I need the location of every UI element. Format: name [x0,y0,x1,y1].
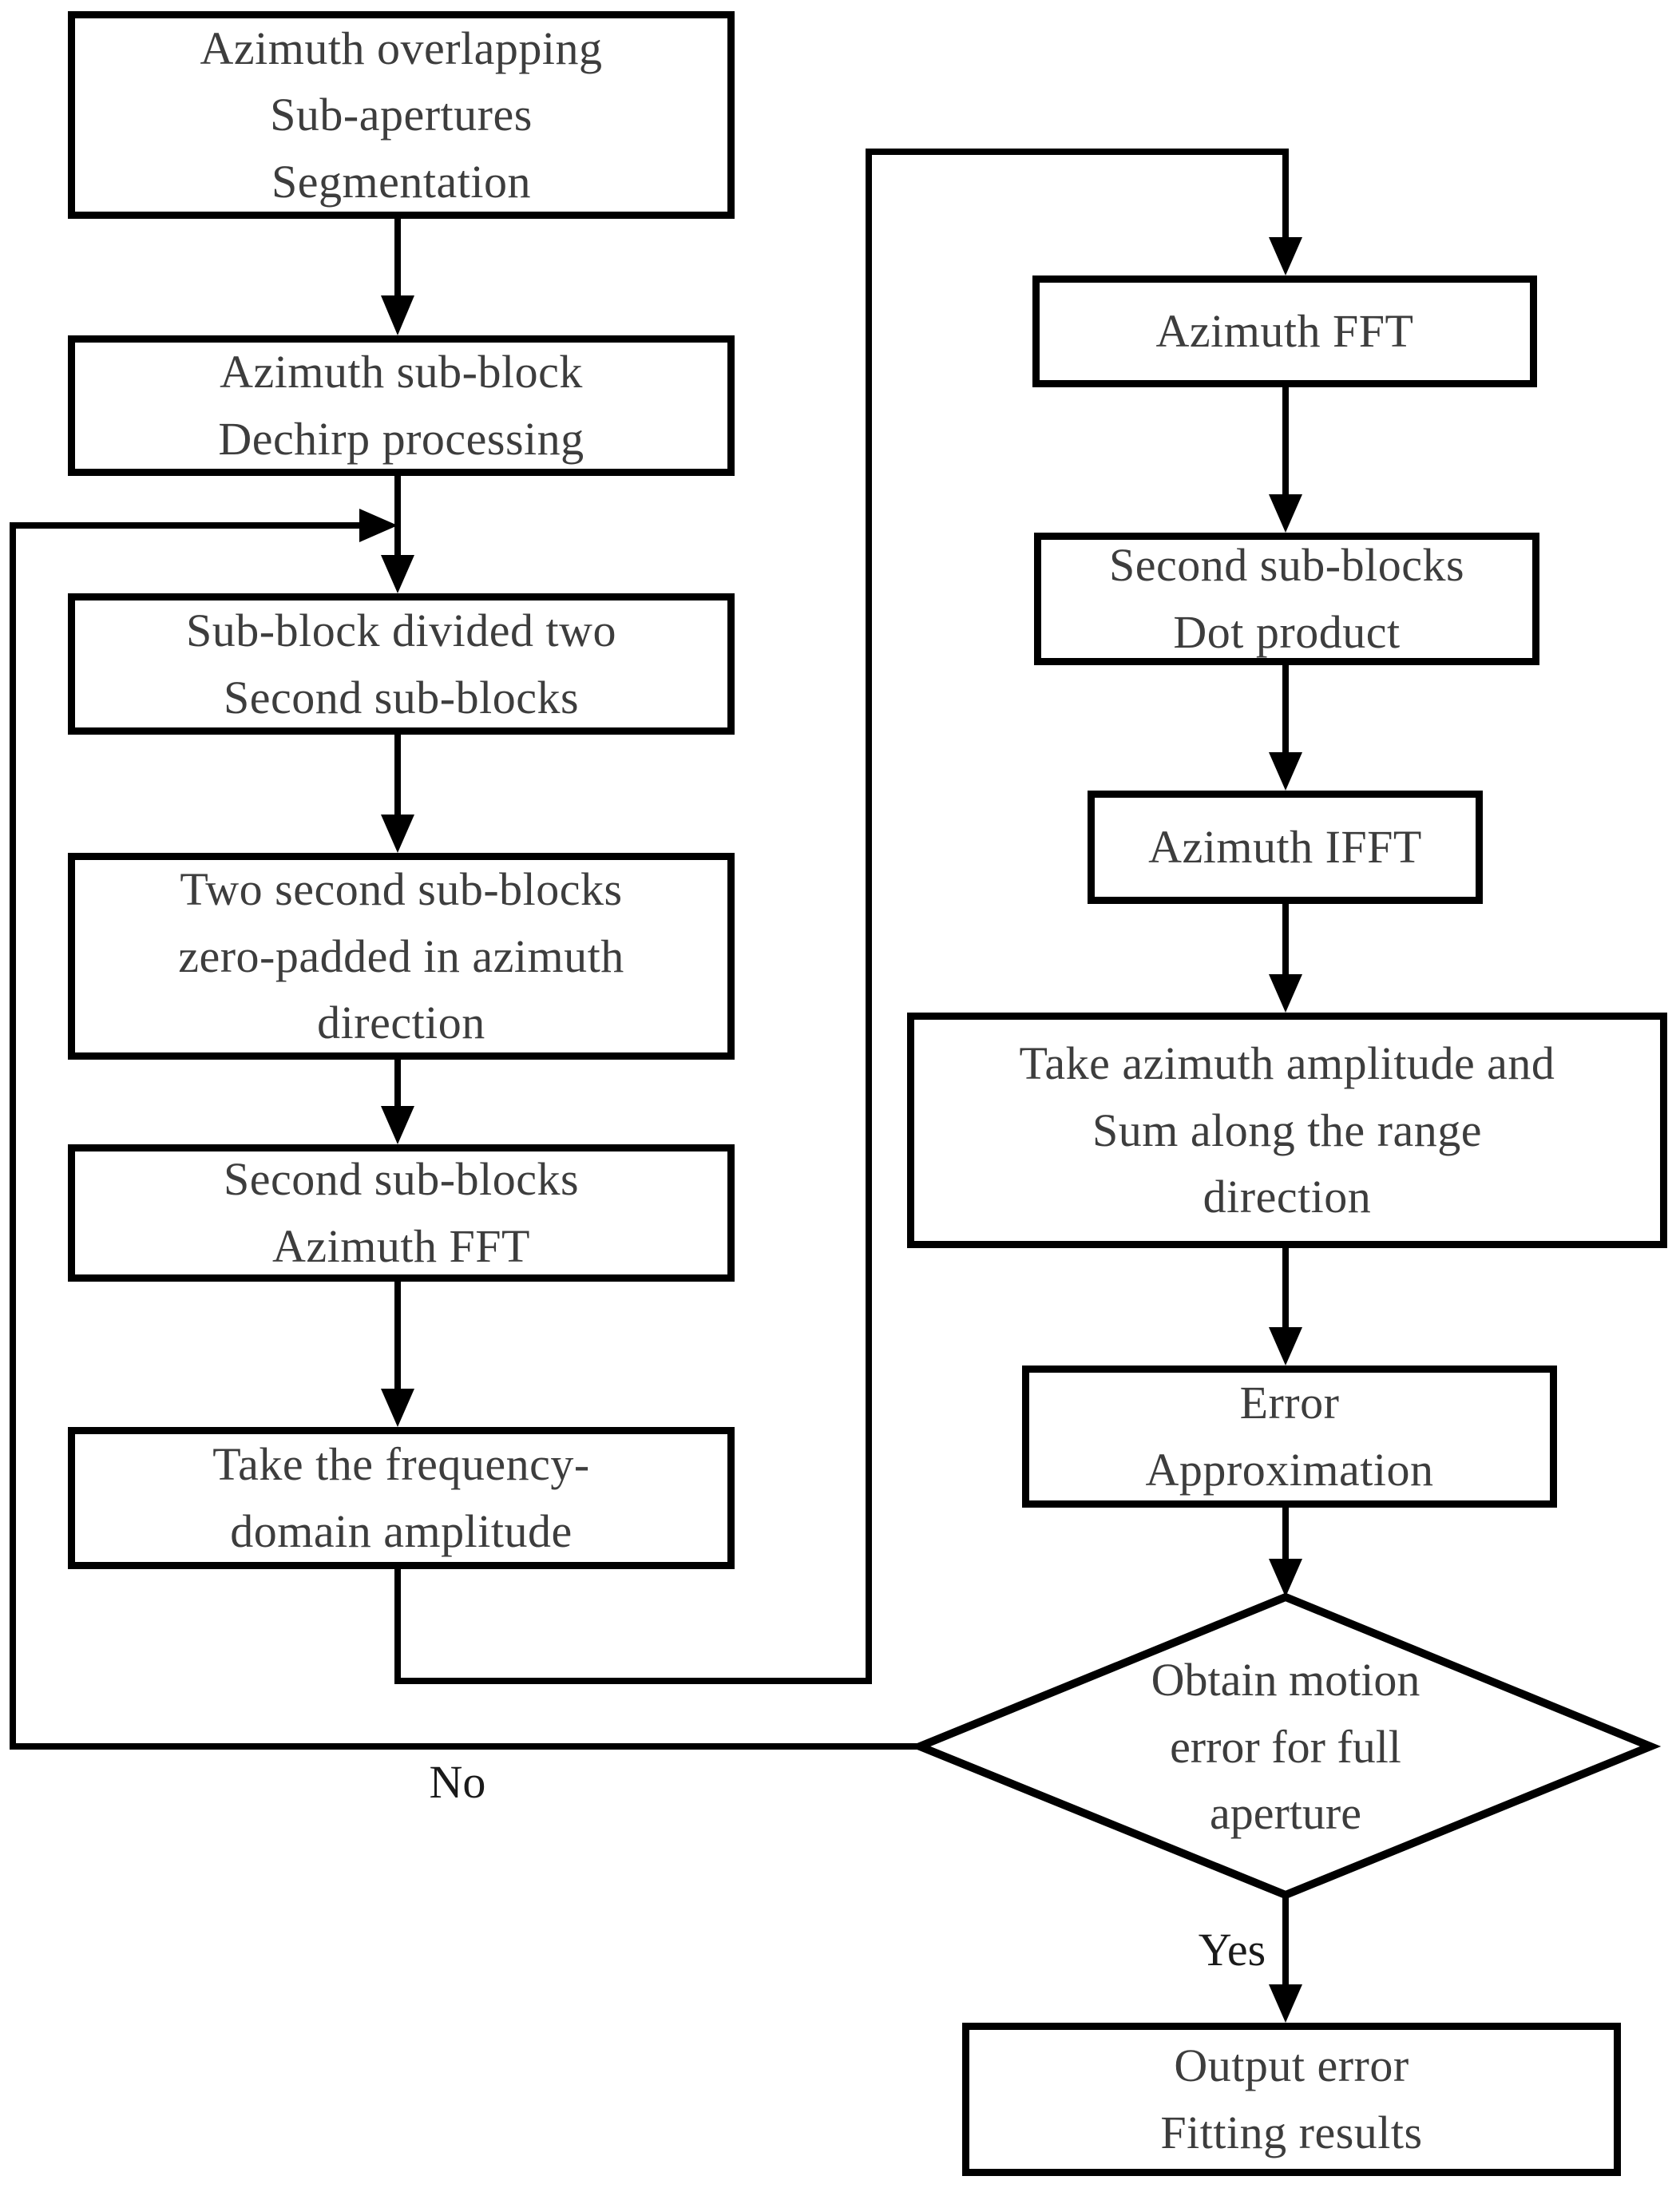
edge-no-loop [10,522,920,1750]
arrowhead-dotprod-azifft [1269,752,1302,791]
node-azimuth-ifft: Azimuth IFFT [1088,791,1483,904]
decision-diamond [909,1592,1662,1900]
edge-freqamp-azfft [394,149,1289,1684]
arrowhead-freqamp-azfft [1269,237,1302,275]
node-azimuth-fft: Azimuth FFT [1032,275,1537,387]
arrowhead-azifft-sumrange [1269,974,1302,1013]
arrowhead-seg-dechirp [381,295,414,335]
arrowhead-divide-zeropad [381,815,414,853]
node-frequency-domain-amplitude: Take the frequency-domain amplitude [68,1427,735,1569]
arrowhead-zeropad-subfft [381,1106,414,1144]
arrowhead-decision-output [1269,1984,1302,2023]
arrowhead-errapprox-decision [1269,1559,1302,1597]
arrowhead-subfft-freqamp [381,1389,414,1427]
arrowhead-dechirp-divide [381,555,414,593]
arrowhead-no-loop [359,509,398,542]
edge-label-no: No [429,1756,486,1808]
arrowhead-azfft-dotprod [1269,494,1302,533]
arrowhead-sumrange-errapprox [1269,1327,1302,1366]
edge-label-yes: Yes [1198,1924,1266,1976]
